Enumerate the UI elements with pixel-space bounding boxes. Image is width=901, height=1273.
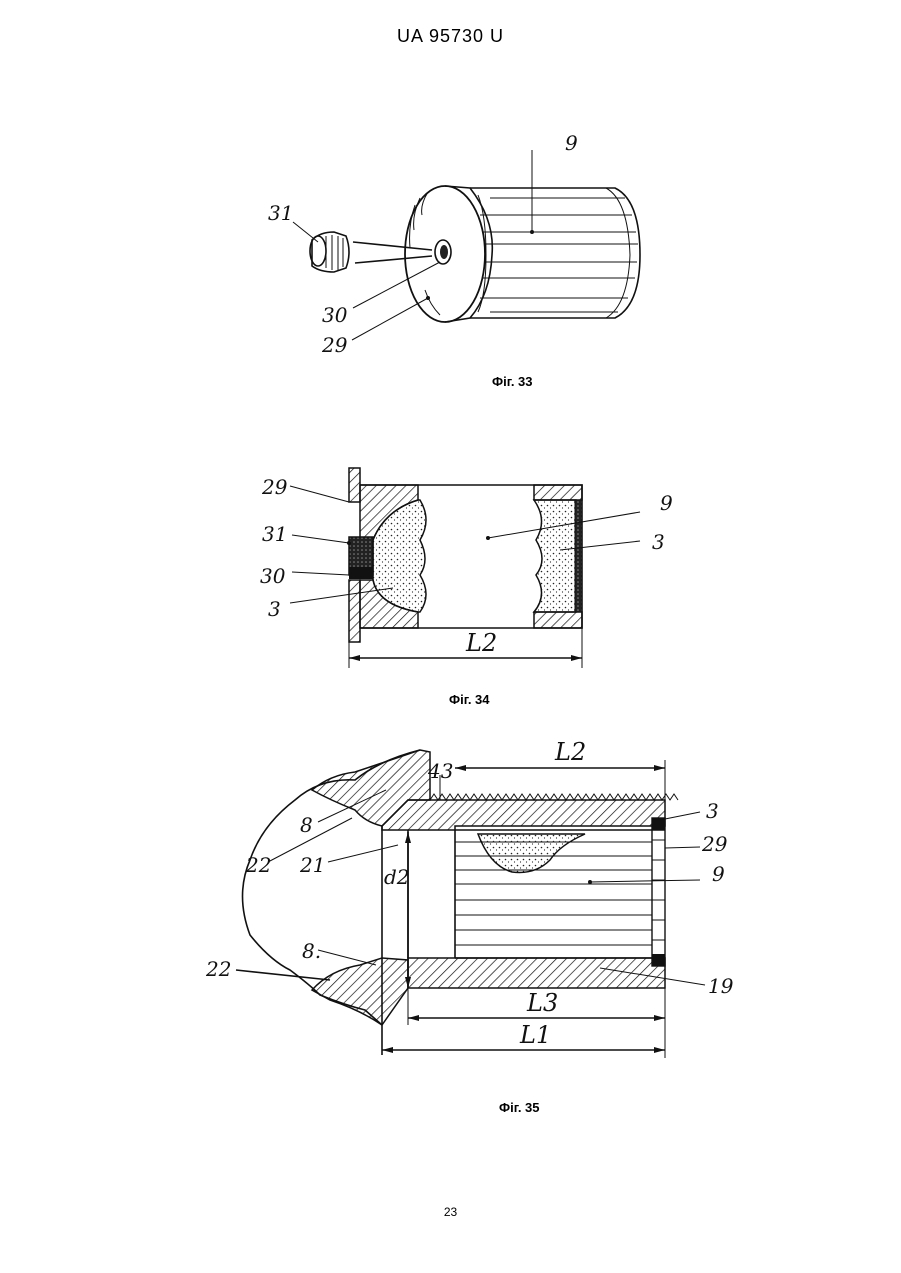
cylinder-part-9 [470, 188, 640, 318]
fig34-label-31: 31 [262, 522, 287, 546]
fig35-dimension-L3: L3 [526, 989, 558, 1017]
page-number: 23 [0, 1205, 901, 1219]
fig34-label-30: 30 [260, 564, 286, 588]
fig35-label-43: 43 [427, 759, 453, 783]
figure-35-caption: Фіг. 35 [499, 1100, 540, 1115]
figure-34-caption: Фіг. 34 [449, 692, 490, 707]
fig35-label-22-upper: 22 [245, 853, 271, 877]
fig35-label-29: 29 [701, 832, 728, 856]
fig33-label-30: 30 [322, 303, 348, 327]
figure-34-drawing: 29 31 30 3 9 3 L2 [260, 468, 673, 668]
fig35-label-3: 3 [706, 799, 719, 823]
fig35-label-22-lower: 22 [205, 957, 231, 981]
fig34-label-3-right: 3 [652, 530, 665, 554]
fig35-dimension-L2: L2 [554, 738, 586, 766]
figure-33-caption: Фіг. 33 [492, 374, 533, 389]
fig34-dimension-L2: L2 [465, 629, 497, 657]
fig35-label-21: 21 [299, 853, 325, 877]
flange-part-29 [405, 186, 492, 322]
fig35-label-9: 9 [712, 862, 725, 886]
fig33-label-31: 31 [268, 201, 293, 225]
fig33-label-29: 29 [321, 333, 348, 357]
figure-35-drawing: 43 L2 3 8 22 21 d2 29 9 8. 22 19 L3 L1 [205, 738, 734, 1058]
fig33-label-9: 9 [565, 131, 578, 155]
cap-part-31 [310, 232, 349, 272]
figure-33-drawing: 9 31 30 29 [268, 131, 640, 357]
fig35-label-8-upper: 8 [300, 813, 313, 837]
fig35-dimension-L1: L1 [519, 1021, 551, 1049]
fig35-dimension-d2: d2 [384, 865, 410, 889]
fig34-label-3-left: 3 [268, 597, 281, 621]
fig35-label-19: 19 [708, 974, 734, 998]
fig34-label-9: 9 [660, 491, 673, 515]
fig35-label-8-lower: 8. [302, 939, 321, 963]
fig34-label-29: 29 [261, 475, 288, 499]
